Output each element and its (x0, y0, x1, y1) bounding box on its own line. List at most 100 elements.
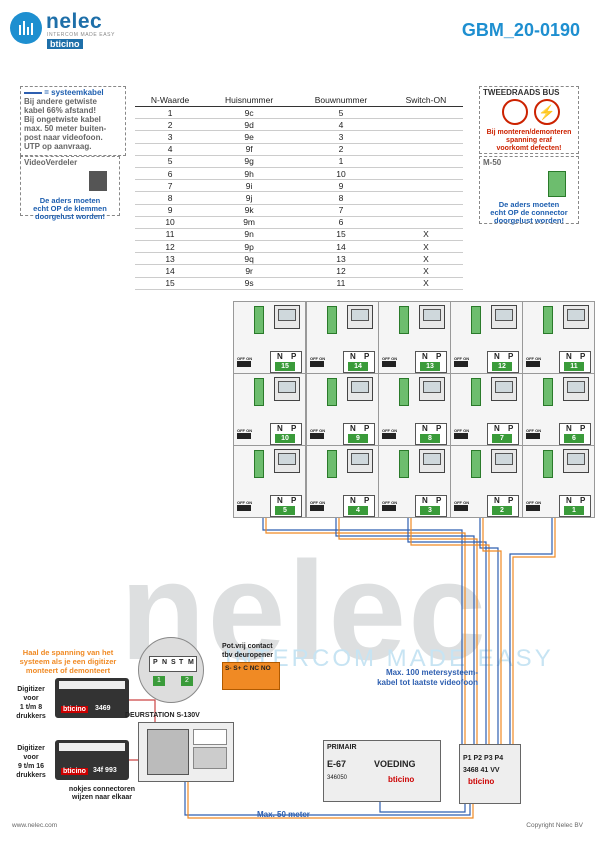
n-value: 5 (275, 506, 295, 515)
digitizer-note-2: monteert of demonteert (25, 666, 111, 675)
col-bouwnummer: Bouwnummer (293, 94, 389, 107)
table-cell: 9h (205, 167, 294, 181)
bus-warning-1: spanning eraf (506, 137, 552, 144)
cable-line-2: Bij ongetwiste kabel (24, 115, 101, 124)
col-n-waarde: N-Waarde (135, 94, 206, 107)
dip-switch: OFF ON (310, 500, 325, 511)
relay-connector: S- S+ C NC NO (222, 662, 280, 690)
monitor-icon (563, 449, 589, 473)
digitizer1-code: 3469 (95, 705, 111, 712)
table-cell: 2 (135, 118, 206, 132)
table-cell (388, 106, 463, 120)
table-cell: X (388, 277, 463, 290)
no-power-icon: ⚡ (534, 99, 560, 125)
dip-switch: OFF ON (526, 500, 541, 511)
power-cable (379, 800, 466, 813)
dip-switch: OFF ON (382, 500, 397, 511)
digitizer-note-1: systeem als je een digitizer (19, 657, 117, 666)
no-plug-icon (502, 99, 528, 125)
videoverdeler-note: VideoVerdeler De aders moeten echt OP de… (20, 156, 120, 221)
table-cell: 1 (135, 106, 206, 120)
terminal-block (399, 306, 409, 334)
terminal-block (399, 450, 409, 478)
deurstation (138, 722, 234, 782)
pin-detail-circle: P N S T M 1 2 (138, 637, 204, 703)
system-cable (482, 516, 502, 744)
table-cell: 14 (135, 264, 206, 278)
table-cell: X (388, 264, 463, 278)
dip-switch: OFF ON (237, 428, 252, 439)
table-cell: X (388, 240, 463, 254)
doc-code: GBM_20-0190 (461, 20, 580, 40)
digitizer1: bticino 3469 (55, 678, 129, 718)
terminal-block (471, 450, 481, 478)
monitor-icon (419, 377, 445, 401)
max100-label: Max. 100 metersysteem- kabel tot laatste… (377, 668, 478, 687)
bus-title: TWEEDRAADS BUS (483, 88, 560, 97)
table-cell: 5 (135, 155, 206, 168)
psu-code: 346050 (327, 775, 348, 781)
n-value: 8 (420, 434, 440, 443)
table-cell: 11 (293, 277, 389, 290)
table-cell: 13 (293, 252, 389, 266)
table-cell: 12 (293, 264, 389, 278)
terminal-block (471, 306, 481, 334)
n-value: 7 (492, 434, 512, 443)
n-value: 3 (420, 506, 440, 515)
system-cable (338, 516, 478, 744)
monitor-icon (491, 305, 517, 329)
table-cell: 9s (205, 277, 294, 290)
digitizer2-code: 34f 993 (93, 767, 117, 774)
table-cell (388, 191, 463, 205)
n-value: 10 (275, 434, 295, 443)
system-cable (265, 516, 466, 744)
table-header-row: N-Waarde Huisnummer Bouwnummer Switch-ON (135, 94, 463, 107)
table-cell (388, 130, 463, 144)
cable-line-5: UTP op aanvraag. (24, 142, 92, 151)
table-cell: 8 (293, 191, 389, 205)
dip-switch: OFF ON (237, 500, 252, 511)
table-cell: 11 (135, 228, 206, 242)
col-switch-on: Switch-ON (388, 94, 463, 107)
dist-code: 3468 41 VV (463, 767, 500, 774)
dist-ports: P1 P2 P3 P4 (463, 755, 504, 762)
brand-name: nelec (46, 10, 103, 33)
table-cell (388, 204, 463, 217)
col-huisnummer: Huisnummer (205, 94, 294, 107)
table-cell: 9q (205, 252, 294, 266)
monitor-icon (347, 449, 373, 473)
table-cell: 9m (205, 216, 294, 229)
table-cell: 1 (293, 155, 389, 168)
table-cell: 8 (135, 191, 206, 205)
table-cell: 9i (205, 179, 294, 193)
pin-labels: P N S T M (149, 656, 197, 672)
table-cell: 14 (293, 240, 389, 254)
digitizer2-label: Digitizer voor 9 t/m 16 drukkers (16, 745, 46, 779)
terminal-block (327, 378, 337, 406)
table-cell: 3 (293, 130, 389, 144)
table-cell: 9r (205, 264, 294, 278)
n-value: 13 (420, 362, 440, 371)
pot-contact-label: Pot.vrij contact tbv deuropener (222, 643, 273, 659)
n-value: 14 (348, 362, 368, 371)
vv-warning-0: De aders moeten (39, 196, 101, 205)
cable-line-0: Bij andere getwiste (24, 97, 97, 106)
brand-tagline: INTERCOM MADE EASY (47, 32, 116, 38)
footer-copyright: Copyright Nelec BV (526, 822, 583, 829)
table-cell: 10 (135, 216, 206, 229)
